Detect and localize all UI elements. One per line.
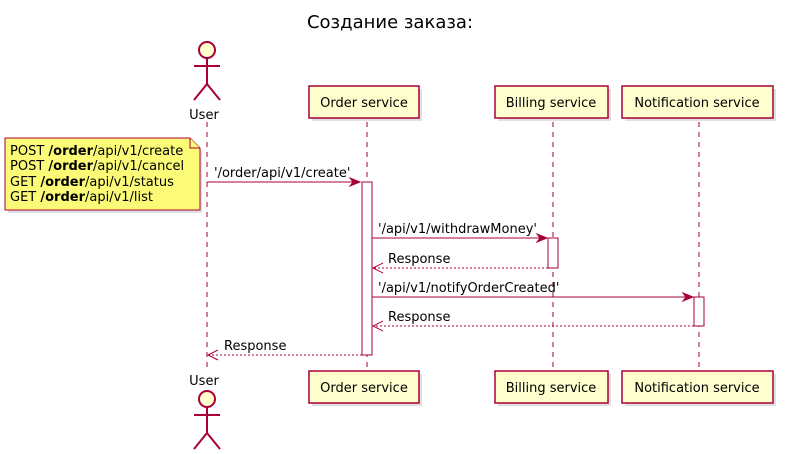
message-order-response: Response xyxy=(206,339,362,361)
participant-order-service-bottom: Order service xyxy=(308,370,422,406)
note-line-1: POST /order/api/v1/create xyxy=(10,144,183,159)
participant-label: Order service xyxy=(320,381,408,396)
message-label: '/order/api/v1/create' xyxy=(214,166,350,181)
participant-label: Billing service xyxy=(506,96,597,111)
participant-label: Billing service xyxy=(506,381,597,396)
participant-billing-service-top: Billing service xyxy=(494,85,611,121)
participant-label: Order service xyxy=(320,96,408,111)
message-label: Response xyxy=(388,310,450,325)
participant-notification-service-top: Notification service xyxy=(621,85,776,121)
arrowhead-icon xyxy=(681,291,695,303)
participant-notification-service-bottom: Notification service xyxy=(621,370,776,406)
open-arrowhead-icon xyxy=(371,262,384,274)
message-withdraw-money: '/api/v1/withdrawMoney' xyxy=(372,222,549,244)
note-line-2: POST /order/api/v1/cancel xyxy=(10,159,184,174)
endpoints-note: POST /order/api/v1/create POST /order/ap… xyxy=(4,137,202,213)
participant-billing-service-bottom: Billing service xyxy=(494,370,611,406)
open-arrowhead-icon xyxy=(206,349,219,361)
actor-label-user-top: User xyxy=(189,108,219,123)
note-line-3: GET /order/api/v1/status xyxy=(10,175,174,190)
actor-label-user-bottom: User xyxy=(189,374,219,389)
message-label: Response xyxy=(224,339,286,354)
arrowhead-icon xyxy=(348,176,362,188)
note-line-4: GET /order/api/v1/list xyxy=(10,190,153,205)
activation-billing-service xyxy=(547,237,559,269)
diagram-title: Создание заказа: xyxy=(307,12,473,33)
message-notification-response: Response xyxy=(371,310,694,332)
participant-label: Notification service xyxy=(634,381,759,396)
activation-notification-service xyxy=(693,296,705,327)
message-label: Response xyxy=(388,252,450,267)
message-create-order: '/order/api/v1/create' xyxy=(207,166,362,188)
open-arrowhead-icon xyxy=(371,320,384,332)
message-notify-order-created: '/api/v1/notifyOrderCreated' xyxy=(372,281,695,303)
participant-label: Notification service xyxy=(634,96,759,111)
activation-order-service xyxy=(361,181,373,356)
actor-head-icon xyxy=(198,390,216,408)
actor-user-top: User xyxy=(189,41,221,123)
message-label: '/api/v1/notifyOrderCreated' xyxy=(378,281,559,296)
message-label: '/api/v1/withdrawMoney' xyxy=(378,222,537,237)
actor-head-icon xyxy=(198,41,216,59)
message-billing-response: Response xyxy=(371,252,548,274)
participant-order-service-top: Order service xyxy=(308,85,422,121)
arrowhead-icon xyxy=(535,232,549,244)
actor-user-bottom: User xyxy=(189,374,221,450)
